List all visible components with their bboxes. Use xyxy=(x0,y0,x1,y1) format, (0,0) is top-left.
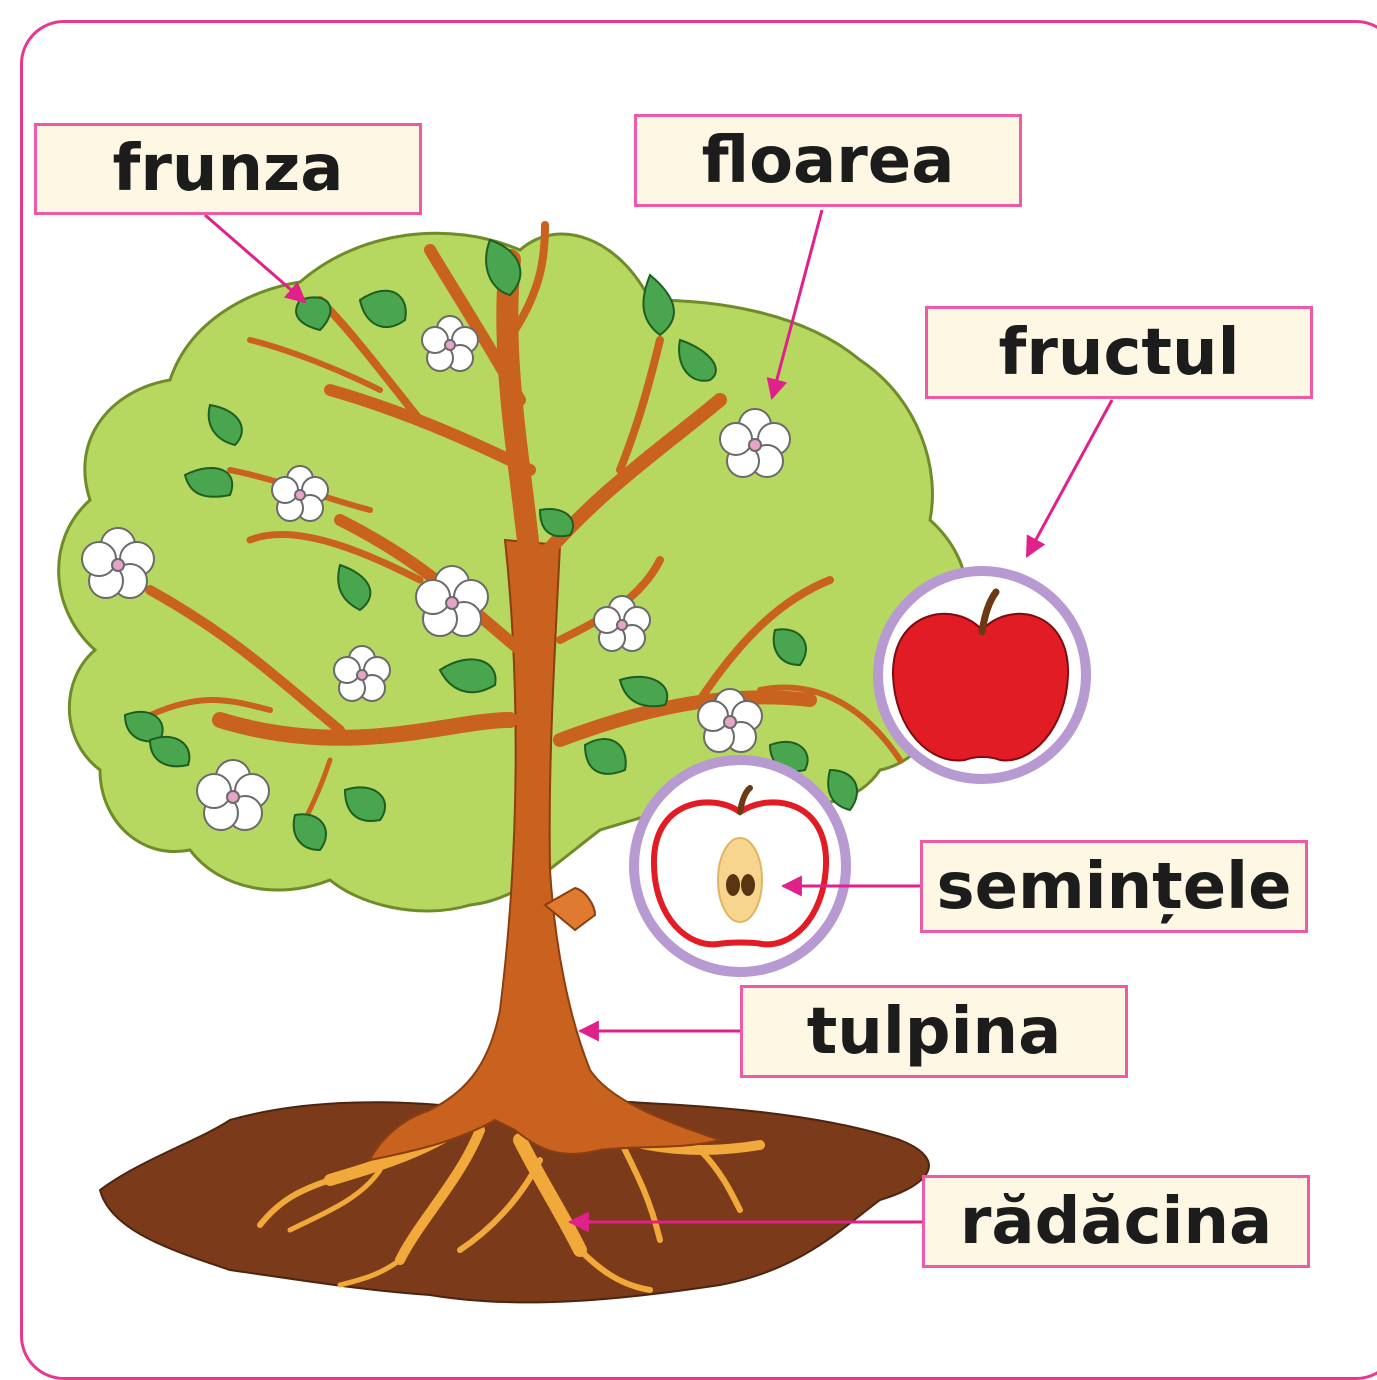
label-root: rădăcina xyxy=(922,1175,1310,1268)
arrow-fruit xyxy=(1027,400,1112,556)
fruit-whole-apple xyxy=(878,571,1086,779)
label-fruit: fructul xyxy=(925,306,1313,399)
label-seeds: semințele xyxy=(920,840,1308,933)
label-stem: tulpina xyxy=(740,985,1128,1078)
label-flower: floarea xyxy=(634,114,1022,207)
arrow-leaf xyxy=(205,215,305,302)
label-leaf: frunza xyxy=(34,123,422,215)
fruit-halved-apple xyxy=(634,760,846,972)
